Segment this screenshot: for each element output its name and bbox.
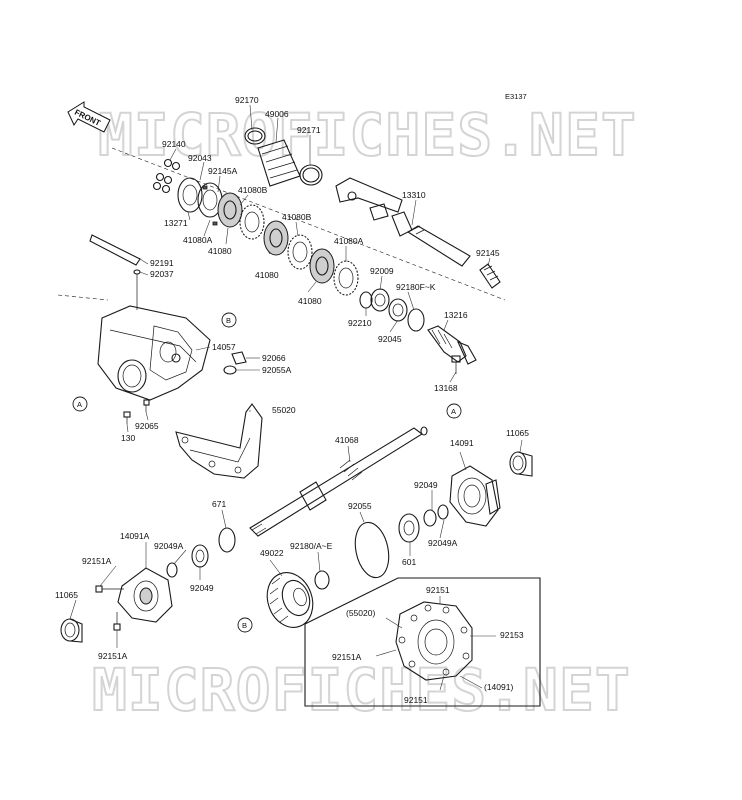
part-labels: 92170 49006 92171 92140 92043 92145A 410… [55, 95, 529, 705]
label-92043: 92043 [188, 153, 212, 163]
label-41080-3: 41080 [298, 296, 322, 306]
label-55020: 55020 [272, 405, 296, 415]
oring-671 [218, 527, 236, 553]
label-92151A-2: 92151A [98, 651, 128, 661]
differential-housing [97, 305, 211, 401]
label-92151A-box: 92151A [332, 652, 362, 662]
label-41080A-2: 41080A [334, 236, 364, 246]
callout-b-bottom: B [237, 617, 253, 633]
label-49022: 49022 [260, 548, 284, 558]
axle-shaft [249, 426, 428, 537]
callout-b-top: B [221, 312, 237, 328]
label-13310: 13310 [402, 190, 426, 200]
drive-shaft [335, 177, 471, 267]
label-92140: 92140 [162, 139, 186, 149]
label-14091A: 14091A [120, 531, 150, 541]
label-92145A: 92145A [208, 166, 238, 176]
label-601: 601 [402, 557, 416, 567]
label-41080-2: 41080 [255, 270, 279, 280]
label-92151A-1: 92151A [82, 556, 112, 566]
boot-assembly [244, 127, 323, 187]
ring-gear [266, 572, 314, 628]
svg-text:B: B [242, 621, 247, 630]
label-92210: 92210 [348, 318, 372, 328]
seal-left [60, 618, 83, 643]
svg-text:B: B [226, 316, 231, 325]
clutch-plate-stack [177, 177, 359, 296]
label-13271: 13271 [164, 218, 188, 228]
svg-text:A: A [451, 407, 456, 416]
right-cover [449, 465, 501, 527]
label-41080A-1: 41080A [183, 235, 213, 245]
label-92065: 92065 [135, 421, 159, 431]
diagram-code: E3137 [505, 92, 527, 101]
label-92180A-E: 92180/A~E [290, 541, 333, 551]
label-92049A-left: 92049A [154, 541, 184, 551]
label-92180F-K: 92180F~K [396, 282, 436, 292]
label-49006: 49006 [265, 109, 289, 119]
label-11065-left: 11065 [55, 590, 78, 600]
plug-and-oring [223, 351, 247, 375]
bearing-group-right [398, 504, 449, 543]
ball-set [152, 158, 181, 194]
label-92151-bottom: 92151 [404, 695, 428, 705]
oring-92180 [314, 570, 330, 590]
label-41080-1: 41080 [208, 246, 232, 256]
label-92049A-right: 92049A [428, 538, 458, 548]
label-92045: 92045 [378, 334, 402, 344]
svg-text:A: A [77, 400, 82, 409]
breather-pipe [89, 234, 141, 310]
watermark-top: MICROFICHES.NET [98, 101, 637, 169]
label-92066: 92066 [262, 353, 286, 363]
label-14057: 14057 [212, 342, 236, 352]
leader-lines [69, 104, 523, 691]
large-gasket-ring [354, 521, 390, 579]
mounting-bracket [175, 403, 263, 479]
label-55020-box: (55020) [346, 608, 375, 618]
label-92170: 92170 [235, 95, 259, 105]
seal-right [509, 451, 533, 477]
label-92153: 92153 [500, 630, 524, 640]
small-fasteners [123, 399, 150, 424]
label-92037: 92037 [150, 269, 174, 279]
label-671: 671 [212, 499, 226, 509]
label-41080B-2: 41080B [282, 212, 312, 222]
label-92151-top: 92151 [426, 585, 450, 595]
label-92009: 92009 [370, 266, 394, 276]
label-92145: 92145 [476, 248, 500, 258]
label-92049-right: 92049 [414, 480, 438, 490]
pinion-gear [427, 325, 477, 365]
label-92055A: 92055A [262, 365, 292, 375]
label-92049-left: 92049 [190, 583, 214, 593]
left-cover [117, 567, 173, 623]
label-14091-box: (14091) [484, 682, 513, 692]
label-11065-right: 11065 [506, 428, 529, 438]
callout-a-right: A [446, 403, 462, 419]
label-13168: 13168 [434, 383, 458, 393]
watermark-bottom: MICROFICHES.NET [92, 656, 631, 724]
label-92191: 92191 [150, 258, 174, 268]
label-14091: 14091 [450, 438, 474, 448]
label-41068: 41068 [335, 435, 359, 445]
label-92171: 92171 [297, 125, 321, 135]
label-92055: 92055 [348, 501, 372, 511]
callout-a-left: A [72, 396, 88, 412]
label-130: 130 [121, 433, 135, 443]
label-41080B-1: 41080B [238, 185, 268, 195]
bolt-92145 [479, 263, 501, 289]
label-13216: 13216 [444, 310, 468, 320]
